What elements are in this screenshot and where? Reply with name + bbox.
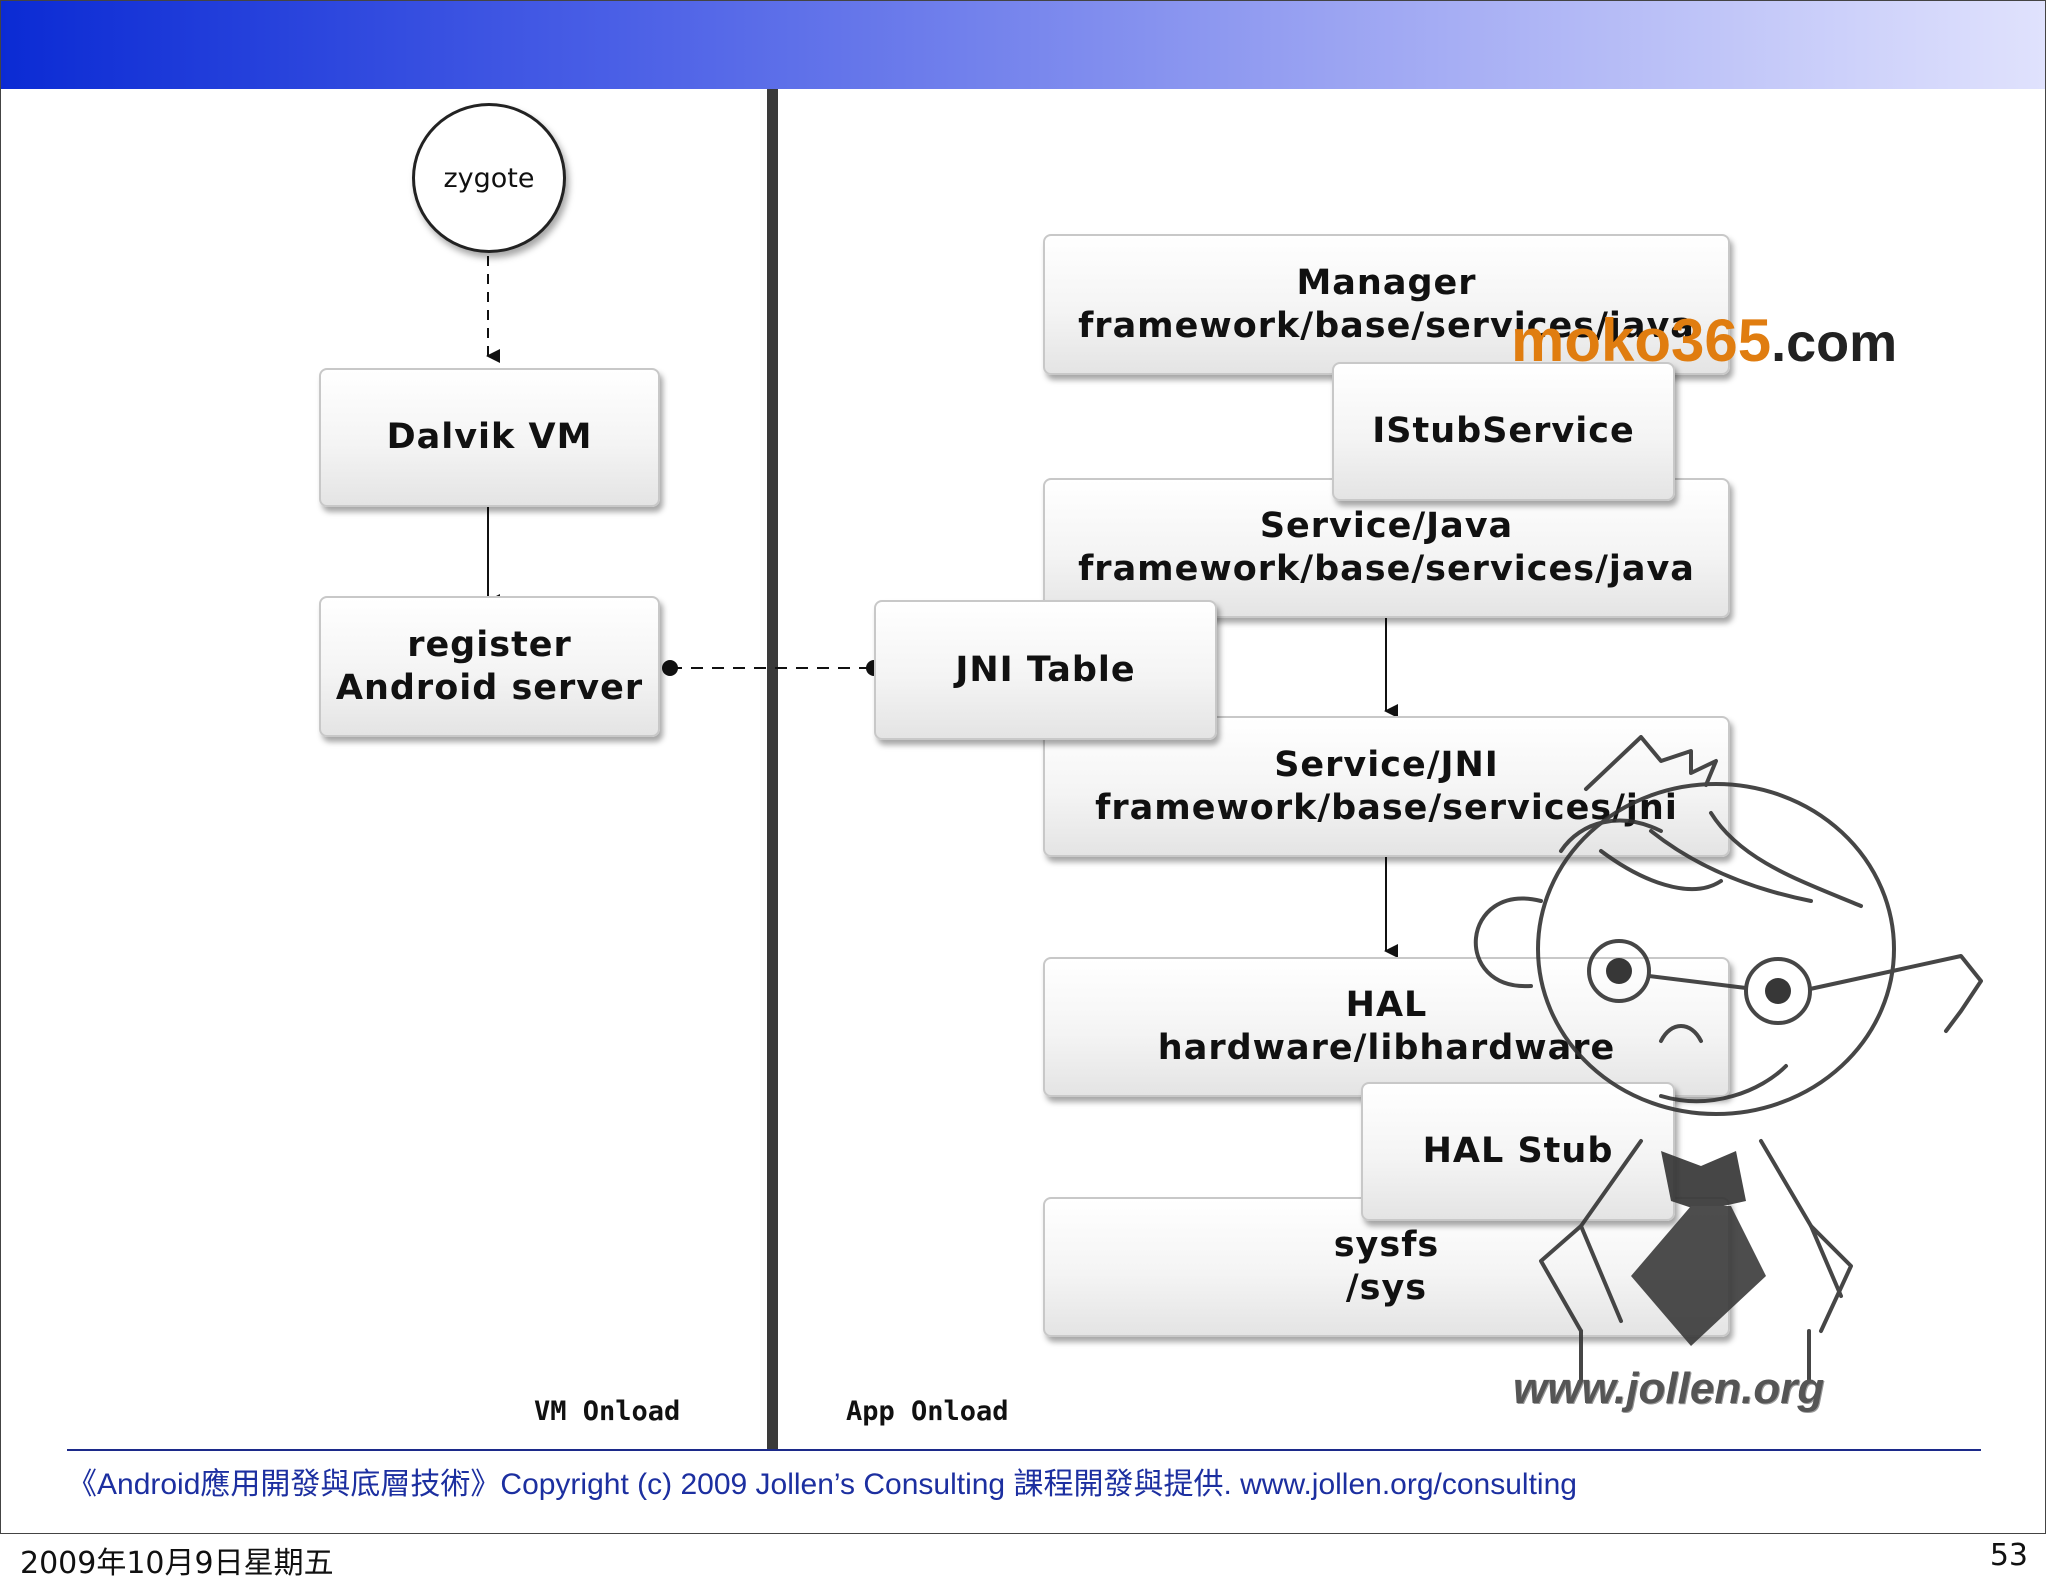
hal-label-line1: HAL	[1345, 985, 1428, 1025]
date-stamp: 2009年10月9日星期五	[20, 1546, 334, 1581]
istubservice-box: IStubService	[1332, 362, 1675, 501]
column-divider	[767, 89, 778, 1449]
footer-copyright: 《Android應用開發與底層技術》Copyright (c) 2009 Jol…	[67, 1468, 1577, 1501]
service-jni-label-line1: Service/JNI	[1274, 744, 1499, 785]
hal-label-line2: hardware/libhardware	[1157, 1028, 1616, 1068]
moko365-text: moko365	[1511, 307, 1772, 374]
register-label-line2: Android server	[335, 667, 644, 708]
jni-table-box: JNI Table	[874, 600, 1217, 740]
service-java-box: Service/Java framework/base/services/jav…	[1043, 478, 1730, 618]
slide: zygote Dalvik VM register Android server…	[0, 0, 2046, 1534]
dalvik-vm-label: Dalvik VM	[386, 417, 593, 457]
sysfs-label-line2: /sys	[1345, 1268, 1428, 1308]
service-jni-label-line2: framework/base/services/jni	[1095, 787, 1678, 828]
istubservice-label: IStubService	[1372, 411, 1635, 451]
service-java-label-line2: framework/base/services/java	[1078, 549, 1695, 589]
register-label-line1: register	[407, 624, 572, 665]
sysfs-label-line1: sysfs	[1333, 1225, 1440, 1265]
dalvik-vm-box: Dalvik VM	[319, 368, 660, 507]
jollen-watermark: www.jollen.org	[1513, 1364, 1825, 1413]
footer-rule	[67, 1449, 1981, 1451]
hal-stub-label: HAL Stub	[1422, 1131, 1614, 1171]
vm-onload-label: VM Onload	[534, 1396, 681, 1427]
title-banner	[1, 1, 2045, 89]
connector-dot-left	[662, 660, 678, 676]
manager-label-line1: Manager	[1296, 262, 1477, 303]
service-java-label-line1: Service/Java	[1259, 506, 1514, 546]
zygote-label: zygote	[443, 162, 535, 194]
zygote-node: zygote	[412, 103, 566, 253]
moko365-suffix: .com	[1771, 313, 1898, 373]
hal-stub-box: HAL Stub	[1361, 1082, 1675, 1221]
page-number: 53	[1989, 1538, 2028, 1573]
mascot-illustration	[1473, 735, 1983, 1383]
moko365-watermark: moko365.com	[1511, 306, 1897, 375]
register-android-server-box: register Android server	[319, 596, 660, 737]
manager-label-line2: framework/base/services/java	[1078, 305, 1695, 346]
app-onload-label: App Onload	[846, 1396, 1009, 1427]
jni-table-label: JNI Table	[955, 649, 1136, 690]
